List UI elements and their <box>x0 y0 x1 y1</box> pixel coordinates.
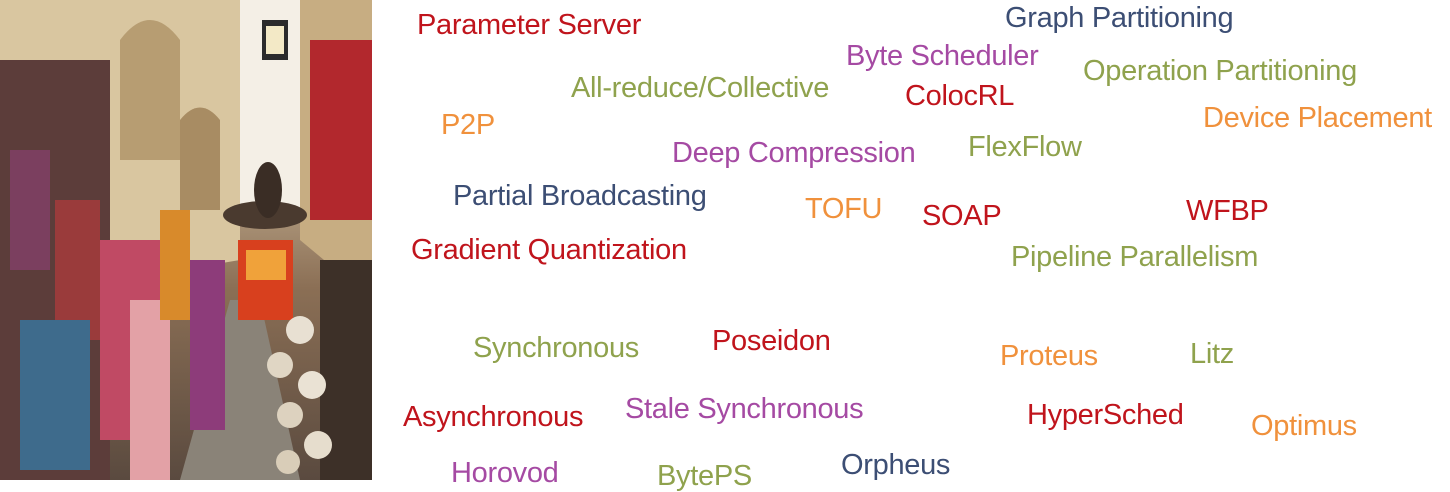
term-horovod: Horovod <box>451 457 559 489</box>
term-stale-synchronous: Stale Synchronous <box>625 393 864 425</box>
term-deep-compression: Deep Compression <box>672 137 916 169</box>
term-gradient-quantization: Gradient Quantization <box>411 234 687 266</box>
term-all-reduce-collective: All-reduce/Collective <box>571 72 830 104</box>
market-alley-illustration <box>0 0 372 480</box>
term-synchronous: Synchronous <box>473 332 639 364</box>
term-orpheus: Orpheus <box>841 449 951 481</box>
term-flexflow: FlexFlow <box>968 131 1082 163</box>
term-byte-scheduler: Byte Scheduler <box>846 40 1039 72</box>
market-alley-photo <box>0 0 372 480</box>
term-pipeline-parallelism: Pipeline Parallelism <box>1011 241 1259 273</box>
term-soap: SOAP <box>922 200 1002 232</box>
term-asynchronous: Asynchronous <box>403 401 584 433</box>
term-partial-broadcasting: Partial Broadcasting <box>453 180 707 212</box>
term-optimus: Optimus <box>1251 410 1357 442</box>
term-colocrl: ColocRL <box>905 80 1015 112</box>
term-p2p: P2P <box>441 109 495 141</box>
term-hypersched: HyperSched <box>1027 399 1184 431</box>
term-wfbp: WFBP <box>1186 195 1269 227</box>
term-byteps: BytePS <box>657 460 752 492</box>
term-tofu: TOFU <box>805 193 883 225</box>
term-device-placement: Device Placement <box>1203 102 1432 134</box>
term-operation-partitioning: Operation Partitioning <box>1083 55 1357 87</box>
term-litz: Litz <box>1190 338 1234 370</box>
term-poseidon: Poseidon <box>712 325 831 357</box>
term-graph-partitioning: Graph Partitioning <box>1005 2 1234 34</box>
term-proteus: Proteus <box>1000 340 1098 372</box>
term-cloud: Parameter Server Graph Partitioning Byte… <box>372 0 1450 491</box>
term-parameter-server: Parameter Server <box>417 9 642 41</box>
